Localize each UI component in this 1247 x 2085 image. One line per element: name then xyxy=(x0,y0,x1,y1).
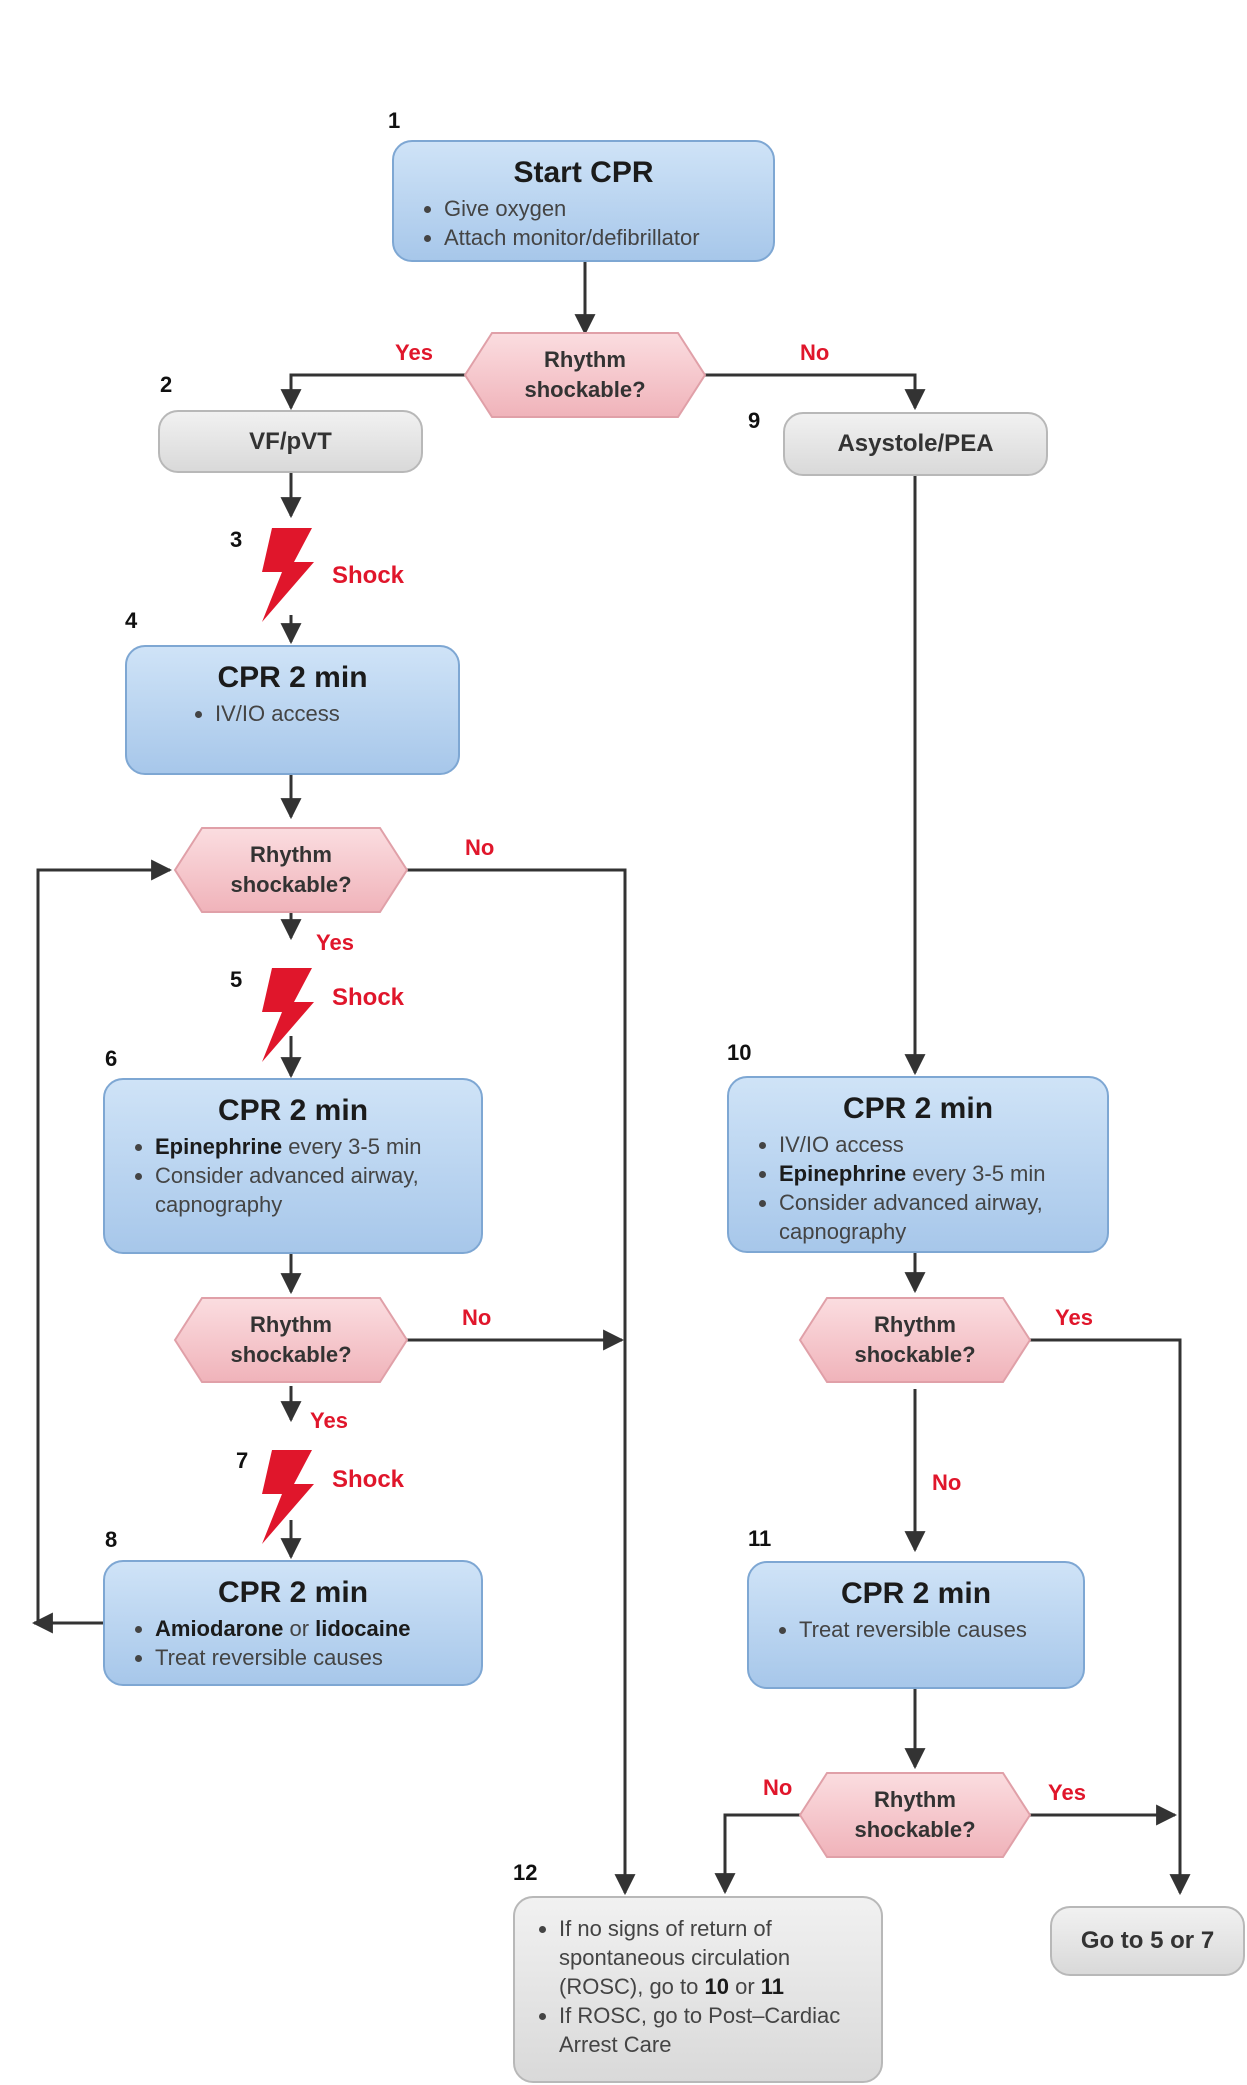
bullet-text: every 3-5 min xyxy=(906,1161,1046,1186)
box-title: Start CPR xyxy=(513,156,654,189)
no-label: No xyxy=(465,835,495,860)
cpr-box-10: CPR 2 min IV/IO access Epinephrine every… xyxy=(727,1076,1109,1253)
no-label: No xyxy=(763,1775,793,1800)
decision-shape xyxy=(463,332,707,418)
rosc-box-12: If no signs of return of spontaneous cir… xyxy=(513,1896,883,2083)
bullet-text: If no signs of return of spontaneous cir… xyxy=(559,1916,791,1999)
decision-shape xyxy=(173,827,409,913)
bullet-item: Consider advanced airway, capnography xyxy=(155,1161,457,1219)
step-number-10: 10 xyxy=(727,1040,752,1065)
cpr-box-11: CPR 2 min Treat reversible causes xyxy=(747,1561,1085,1689)
decision-line: Rhythm xyxy=(544,347,626,372)
no-label: No xyxy=(800,340,830,365)
box-label: Go to 5 or 7 xyxy=(1080,1927,1215,1954)
step-number-1: 1 xyxy=(388,108,401,133)
start-cpr-box: Start CPR Give oxygen Attach monitor/def… xyxy=(392,140,775,262)
drug-name: lidocaine xyxy=(315,1616,411,1641)
decision-shape xyxy=(173,1297,409,1383)
step-ref: 11 xyxy=(760,1974,785,1999)
step-number-6: 6 xyxy=(105,1046,118,1071)
decision-line: shockable? xyxy=(854,1817,976,1842)
drug-name: Epinephrine xyxy=(779,1161,907,1186)
decision-line: Rhythm xyxy=(874,1787,956,1812)
step-number-3: 3 xyxy=(230,527,243,552)
step-number-9: 9 xyxy=(748,408,761,433)
bullet-item: If no signs of return of spontaneous cir… xyxy=(559,1914,861,2001)
bullet-item: Treat reversible causes xyxy=(155,1643,457,1672)
box-title: CPR 2 min xyxy=(217,1576,369,1609)
decision-line: Rhythm xyxy=(250,842,332,867)
decision-shape xyxy=(798,1297,1032,1383)
shock-label: Shock xyxy=(332,562,405,589)
decision-line: Rhythm xyxy=(250,1312,332,1337)
cpr-box-4: CPR 2 min IV/IO access xyxy=(125,645,460,775)
decision-shape xyxy=(798,1772,1032,1858)
drug-name: Epinephrine xyxy=(155,1134,283,1159)
lightning-icon xyxy=(262,528,314,622)
step-ref: 10 xyxy=(704,1974,729,1999)
yes-label: Yes xyxy=(1055,1305,1093,1330)
box-label: VF/pVT xyxy=(249,427,332,455)
lightning-icon xyxy=(262,968,314,1062)
bullet-item: Attach monitor/defibrillator xyxy=(444,223,749,252)
decision-line: shockable? xyxy=(854,1342,976,1367)
step-number-8: 8 xyxy=(105,1527,118,1552)
shock-label: Shock xyxy=(332,984,405,1011)
no-label: No xyxy=(462,1305,492,1330)
bullet-item: IV/IO access xyxy=(215,699,434,728)
decision-line: shockable? xyxy=(230,872,352,897)
bullet-text: or xyxy=(283,1616,316,1641)
decision-line: shockable? xyxy=(524,377,646,402)
decision-text: Rhythm shockable? xyxy=(202,1298,380,1382)
step-number-12: 12 xyxy=(513,1860,538,1885)
bullet-text: or xyxy=(728,1974,761,1999)
yes-label: Yes xyxy=(310,1408,348,1433)
step-number-7: 7 xyxy=(236,1448,249,1473)
asystole-pea-box: Asystole/PEA xyxy=(783,412,1048,476)
bullet-item: If ROSC, go to Post–Cardiac Arrest Care xyxy=(559,2001,861,2059)
step-number-2: 2 xyxy=(160,372,173,397)
drug-name: Amiodarone xyxy=(155,1616,284,1641)
bullet-text: every 3-5 min xyxy=(282,1134,422,1159)
bullet-item: Epinephrine every 3-5 min xyxy=(155,1132,457,1161)
bullet-item: Epinephrine every 3-5 min xyxy=(779,1159,1083,1188)
yes-label: Yes xyxy=(316,930,354,955)
box-title: CPR 2 min xyxy=(217,661,368,694)
box-title: CPR 2 min xyxy=(840,1577,992,1610)
bullet-item: IV/IO access xyxy=(779,1130,1083,1159)
decision-line: Rhythm xyxy=(874,1312,956,1337)
step-number-11: 11 xyxy=(748,1526,772,1551)
yes-label: Yes xyxy=(1048,1780,1086,1805)
cpr-box-8: CPR 2 min Amiodarone or lidocaine Treat … xyxy=(103,1560,483,1686)
decision-text: Rhythm shockable? xyxy=(492,333,678,417)
box-title: CPR 2 min xyxy=(217,1094,369,1127)
bullet-item: Consider advanced airway, capnography xyxy=(779,1188,1083,1246)
step-number-5: 5 xyxy=(230,967,243,992)
shock-label: Shock xyxy=(332,1466,405,1493)
go-to-box: Go to 5 or 7 xyxy=(1050,1906,1245,1976)
decision-text: Rhythm shockable? xyxy=(827,1298,1003,1382)
bullet-item: Treat reversible causes xyxy=(799,1615,1059,1644)
box-title: CPR 2 min xyxy=(842,1092,994,1125)
bullet-item: Give oxygen xyxy=(444,194,749,223)
yes-label: Yes xyxy=(395,340,433,365)
bullet-item: Amiodarone or lidocaine xyxy=(155,1614,457,1643)
decision-line: shockable? xyxy=(230,1342,352,1367)
lightning-icon xyxy=(262,1450,314,1544)
vf-pvt-box: VF/pVT xyxy=(158,410,423,473)
step-number-4: 4 xyxy=(125,608,138,633)
box-label: Asystole/PEA xyxy=(837,430,994,457)
no-label: No xyxy=(932,1470,962,1495)
decision-text: Rhythm shockable? xyxy=(202,828,380,912)
cpr-box-6: CPR 2 min Epinephrine every 3-5 min Cons… xyxy=(103,1078,483,1254)
decision-text: Rhythm shockable? xyxy=(827,1773,1003,1857)
